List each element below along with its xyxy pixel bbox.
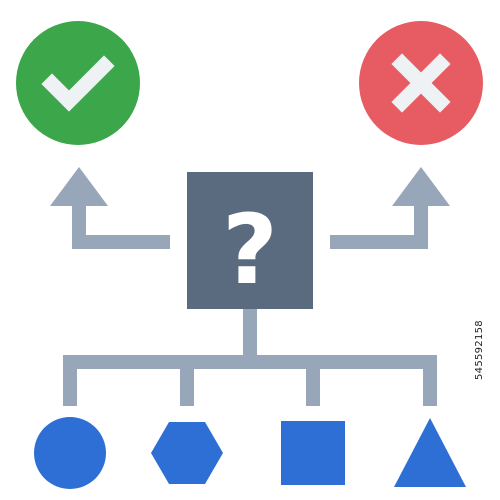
- accept-outcome: [16, 21, 140, 145]
- circle-shape: [34, 417, 106, 489]
- arrow-to-reject: [330, 167, 450, 249]
- hexagon-shape: [151, 422, 223, 484]
- watermark-id-text: 545592158: [474, 320, 485, 380]
- check-icon: [41, 55, 115, 112]
- arrow-to-accept-head: [50, 167, 108, 206]
- question-mark-symbol: ?: [222, 194, 278, 306]
- arrow-to-accept-line: [72, 198, 170, 249]
- arrow-to-accept: [50, 167, 170, 249]
- decision-box: ?: [187, 172, 313, 309]
- reject-outcome: [359, 21, 483, 145]
- decision-box-rect: [187, 172, 313, 309]
- input-connector-bus: [63, 309, 437, 406]
- input-shapes: [34, 417, 466, 489]
- arrow-to-reject-line: [330, 198, 428, 249]
- triangle-shape: [394, 418, 466, 487]
- cross-icon: [391, 53, 451, 113]
- square-shape: [281, 421, 345, 485]
- arrow-to-reject-head: [392, 167, 450, 206]
